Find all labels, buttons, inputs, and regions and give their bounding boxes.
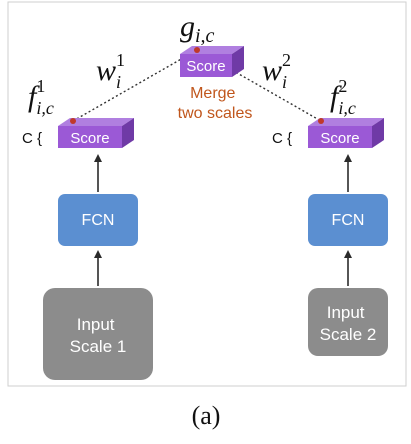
- right-input-box: [308, 288, 388, 356]
- left-fcn-label: FCN: [82, 212, 115, 229]
- right-channel-label: C {: [272, 130, 292, 147]
- left-score-box: Score: [58, 118, 134, 148]
- top-score-label: Score: [186, 58, 225, 75]
- left-score-box-front-face: [58, 126, 122, 148]
- left-fcn-box: [58, 194, 138, 246]
- left-input-label: Input Scale 1: [70, 315, 127, 356]
- top-score-box-front-face: [180, 54, 232, 77]
- right-score-box-front-face: [308, 126, 372, 148]
- right-fcn-label: FCN: [332, 212, 365, 229]
- figure-caption: (a): [192, 401, 221, 430]
- left-weight-connector: [72, 49, 198, 122]
- left-input-box: [43, 288, 153, 380]
- right-score-box-side-face: [372, 118, 384, 148]
- top-node-symbol: gi,c: [180, 10, 215, 47]
- left-score-box-top-face: [58, 118, 134, 126]
- left-channel-label: C {: [22, 130, 42, 147]
- right-feature-dot: [318, 118, 324, 124]
- merge-label: Merge two scales: [178, 85, 253, 122]
- right-input-label: Input Scale 2: [320, 303, 377, 344]
- left-score-box-side-face: [122, 118, 134, 148]
- top-merge-dot: [194, 47, 200, 53]
- right-score-box: Score: [308, 118, 384, 148]
- right-score-label: Score: [320, 130, 359, 147]
- left-score-label: Score: [70, 130, 109, 147]
- left-feature-dot: [70, 118, 76, 124]
- top-score-box: Score: [180, 46, 244, 77]
- top-score-box-side-face: [232, 46, 244, 77]
- right-score-box-top-face: [308, 118, 384, 126]
- right-fcn-box: [308, 194, 388, 246]
